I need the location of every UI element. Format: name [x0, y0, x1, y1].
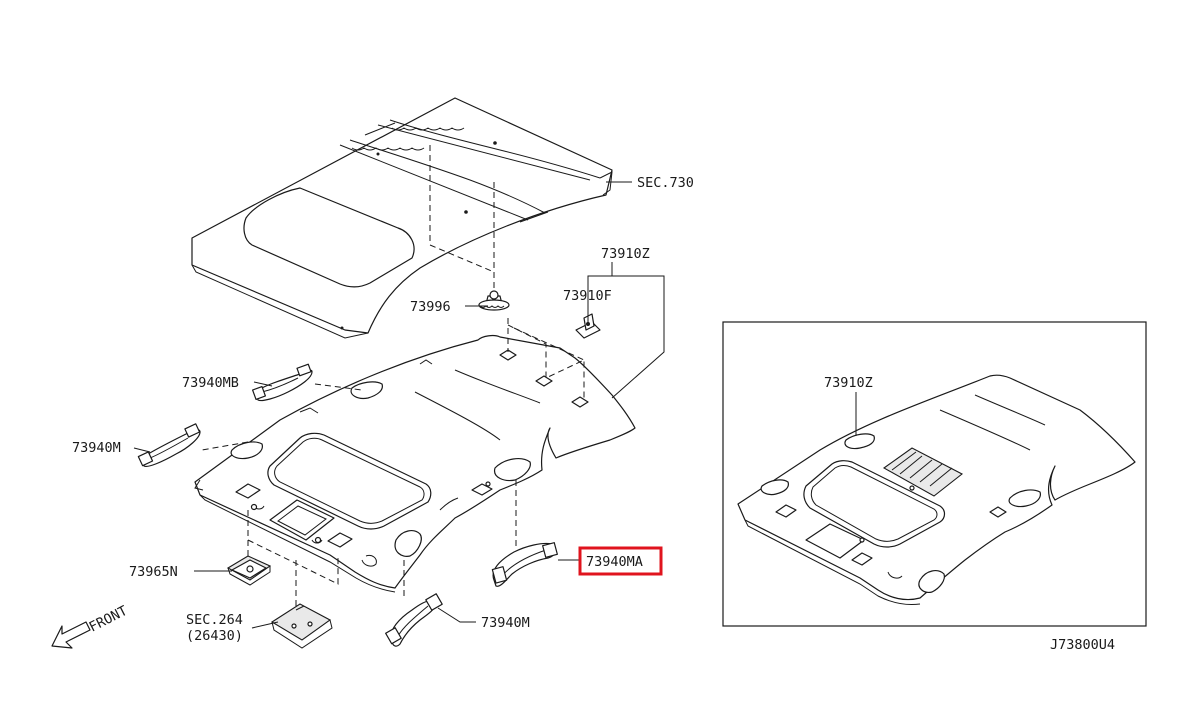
label-73910z-inset[interactable]: 73910Z: [824, 375, 873, 391]
console-sec264-part: [270, 603, 333, 649]
grab-handle-73940ma: [491, 542, 558, 587]
roof-panel: [191, 97, 613, 339]
label-73910f[interactable]: 73910F: [563, 288, 612, 304]
label-73910z[interactable]: 73910Z: [601, 246, 650, 262]
lamp-73965n-part: [226, 555, 272, 586]
headlining-main: [194, 334, 636, 593]
label-73996[interactable]: 73996: [410, 299, 451, 315]
grab-handle-73940m-left: [137, 423, 201, 467]
label-73940m-bottom[interactable]: 73940M: [481, 615, 530, 631]
label-sec264[interactable]: SEC.264: [186, 612, 243, 628]
label-26430[interactable]: (26430): [186, 628, 243, 644]
grab-handle-73940mb: [251, 363, 313, 402]
front-arrow-icon: [51, 621, 91, 649]
grab-handle-73940m-bottom: [385, 593, 443, 647]
clip-73910f-part: [575, 313, 601, 339]
highlight-box: [578, 546, 663, 576]
label-front: FRONT: [87, 603, 130, 636]
drawing-code: J73800U4: [1050, 637, 1115, 653]
label-sec730[interactable]: SEC.730: [637, 175, 694, 191]
clip-73996-part: [478, 290, 510, 311]
label-73965n[interactable]: 73965N: [129, 564, 178, 580]
label-73940m-left[interactable]: 73940M: [72, 440, 121, 456]
label-73940ma[interactable]: 73940MA: [586, 554, 643, 570]
inset-detail: [722, 321, 1147, 627]
label-73940mb[interactable]: 73940MB: [182, 375, 239, 391]
